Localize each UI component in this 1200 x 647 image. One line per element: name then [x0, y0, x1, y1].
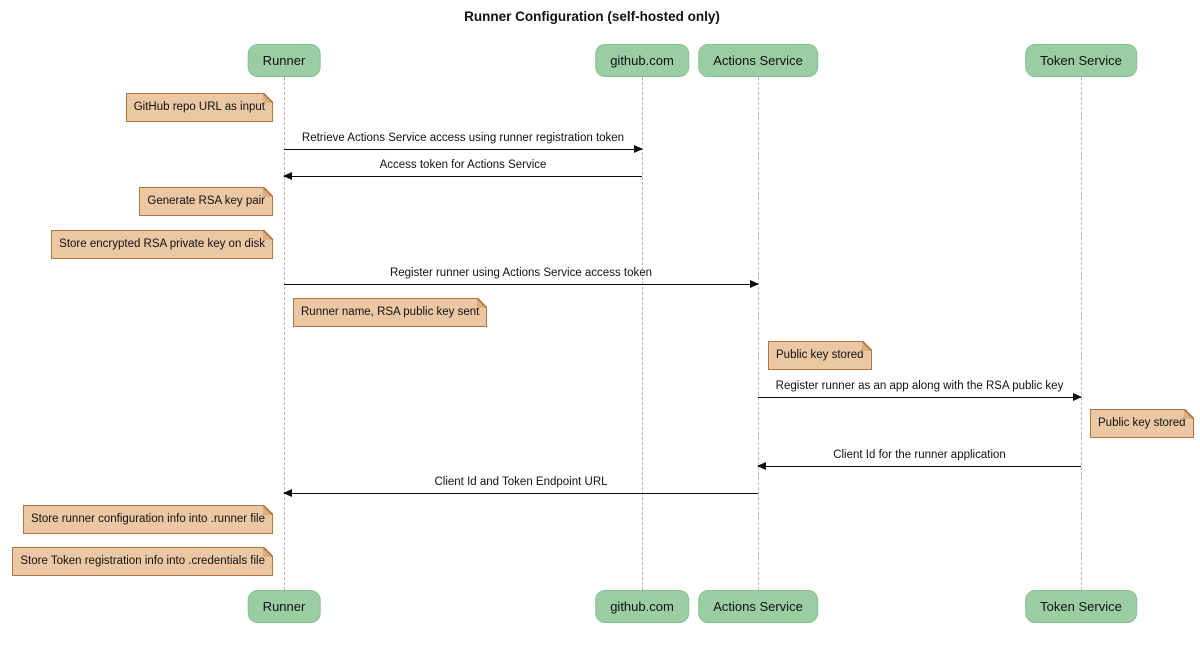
arrowhead-icon: [757, 462, 766, 470]
note-folded-corner-icon: [861, 341, 872, 351]
arrowhead-icon: [283, 489, 292, 497]
message-label-2: Access token for Actions Service: [379, 159, 547, 171]
message-line-2: [283, 172, 642, 180]
note-8: Store Token registration info into .cred…: [12, 547, 273, 576]
note-text: Store Token registration info into .cred…: [20, 555, 265, 567]
note-folded-corner-icon: [263, 93, 273, 103]
note-3: Store encrypted RSA private key on disk: [51, 230, 273, 259]
arrowhead-icon: [283, 172, 292, 180]
lifeline-github-com: [641, 77, 643, 590]
note-text: Store runner configuration info into .ru…: [31, 513, 265, 525]
message-label-4: Register runner as an app along with the…: [775, 380, 1064, 392]
diagram-title: Runner Configuration (self-hosted only): [464, 9, 720, 24]
message-label-5: Client Id for the runner application: [833, 449, 1006, 461]
note-text: Public key stored: [776, 349, 864, 361]
message-line-3: [284, 280, 759, 288]
note-text: GitHub repo URL as input: [133, 101, 265, 113]
actor-bottom-runner: Runner: [247, 590, 321, 623]
actor-top-github-com: github.com: [595, 44, 689, 77]
arrowhead-icon: [634, 145, 643, 153]
arrowhead-icon: [1073, 393, 1082, 401]
note-folded-corner-icon: [263, 505, 273, 515]
note-6: Public key stored: [1090, 409, 1194, 438]
note-folded-corner-icon: [263, 230, 273, 240]
actor-top-actions-service: Actions Service: [698, 44, 818, 77]
lifeline-token-service: [1080, 77, 1082, 590]
lifeline-runner: [283, 77, 285, 590]
note-folded-corner-icon: [477, 298, 488, 308]
note-folded-corner-icon: [1183, 409, 1194, 419]
note-text: Store encrypted RSA private key on disk: [59, 238, 265, 250]
note-1: GitHub repo URL as input: [125, 93, 273, 122]
note-5: Public key stored: [768, 341, 872, 370]
actor-bottom-actions-service: Actions Service: [698, 590, 818, 623]
actor-bottom-github-com: github.com: [595, 590, 689, 623]
note-folded-corner-icon: [263, 547, 273, 557]
note-7: Store runner configuration info into .ru…: [23, 505, 273, 534]
note-text: Public key stored: [1098, 417, 1186, 429]
note-folded-corner-icon: [263, 187, 273, 197]
note-4: Runner name, RSA public key sent: [293, 298, 488, 327]
actor-top-token-service: Token Service: [1025, 44, 1137, 77]
arrowhead-icon: [750, 280, 759, 288]
message-line-1: [284, 145, 643, 153]
message-label-3: Register runner using Actions Service ac…: [389, 267, 653, 279]
actor-top-runner: Runner: [247, 44, 321, 77]
note-text: Runner name, RSA public key sent: [301, 306, 480, 318]
message-line-6: [283, 489, 758, 497]
note-2: Generate RSA key pair: [139, 187, 273, 216]
message-label-6: Client Id and Token Endpoint URL: [434, 476, 608, 488]
message-line-5: [757, 462, 1081, 470]
message-line-4: [758, 393, 1082, 401]
note-text: Generate RSA key pair: [147, 195, 265, 207]
lifeline-actions-service: [757, 77, 759, 590]
message-label-1: Retrieve Actions Service access using ru…: [301, 132, 625, 144]
actor-bottom-token-service: Token Service: [1025, 590, 1137, 623]
